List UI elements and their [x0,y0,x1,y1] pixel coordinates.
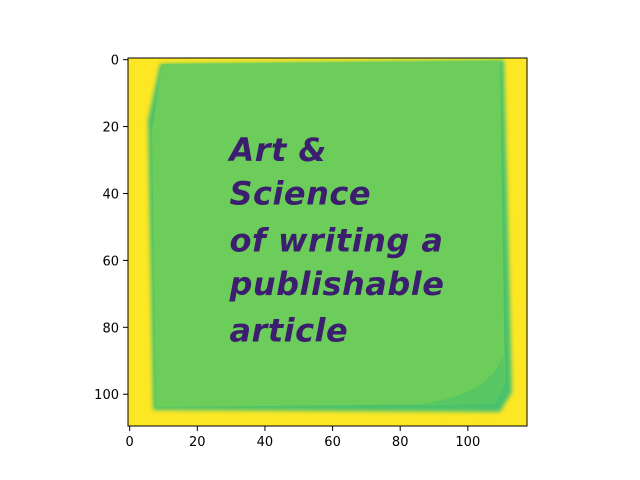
x-tick-label: 0 [126,435,134,450]
x-tick-label: 60 [324,435,341,450]
y-tick-label: 40 [102,187,119,202]
y-tick-label: 100 [94,388,119,403]
image-text-line: Science [229,174,371,212]
x-axis: 0 20 40 60 80 100 [126,426,480,450]
y-tick-label: 60 [102,254,119,269]
x-tick-label: 20 [189,435,206,450]
y-axis: 0 20 40 60 80 100 [94,54,128,403]
x-tick-label: 80 [392,435,409,450]
image-text-line: publishable [228,265,444,303]
x-tick-label: 40 [257,435,274,450]
image-text-line: Art & [226,131,326,169]
axes-frame [127,57,528,427]
y-tick-label: 0 [111,54,119,69]
sticky-note-curl [420,355,505,404]
image-text: Art & Science of writing a publishable artic… [226,131,444,350]
y-tick-label: 20 [102,121,119,136]
sticky-note [152,61,505,407]
image-plot: Art & Science of writing a publishable artic… [128,58,527,426]
y-tick-label: 80 [102,321,119,336]
image-text-line: article [229,312,348,350]
x-tick-label: 100 [455,435,480,450]
image-text-line: of writing a [229,221,443,259]
